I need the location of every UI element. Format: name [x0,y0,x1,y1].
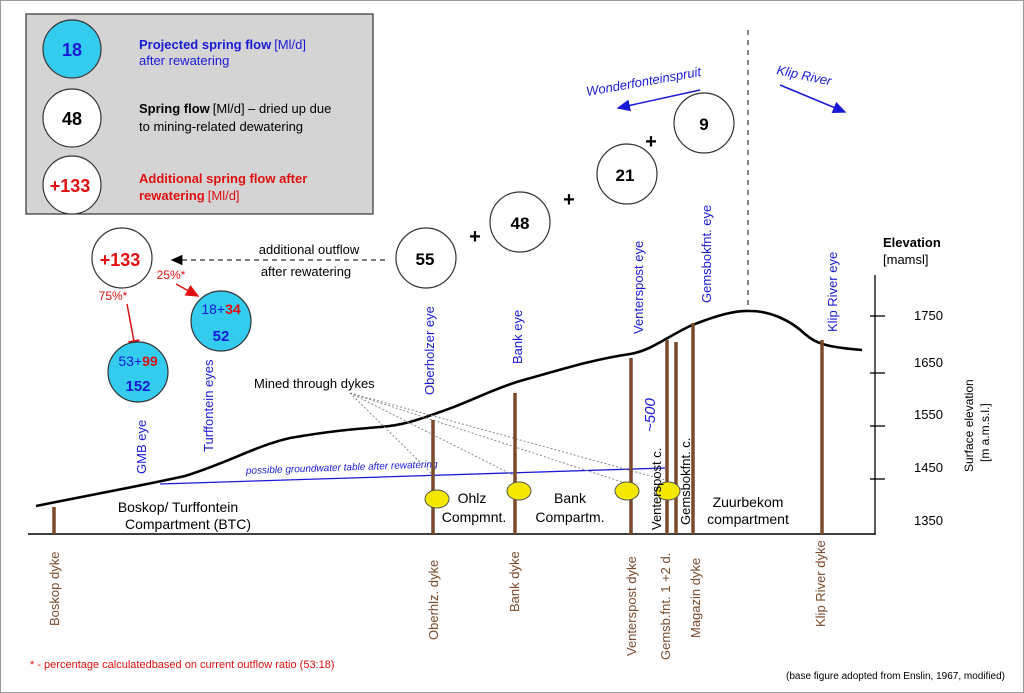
legend-value-additional: +133 [50,176,91,196]
dykes [52,323,824,534]
plus-sign: + [469,226,481,248]
gemsbokfontein-compartment-label: Gemsbokfnt. c. [678,438,693,525]
footnote: * - percentage calculatedbased on curren… [30,659,335,671]
legend: 18 Projected spring flow[Ml/d] after rew… [25,13,374,215]
legend-circle-spring [42,88,102,148]
klip-river-arrow [779,84,847,113]
dyke-label-venterspost: Venterspost dyke [624,556,639,656]
axis-title: Elevation [883,235,941,250]
axis-tick-label: 1450 [914,460,943,475]
wonderfonteinspruit-arrow [616,89,701,112]
flow-value-55: 55 [416,250,435,269]
dyke-label-boskop: Boskop dyke [47,552,62,626]
axis-tick-label: 1350 [914,513,943,528]
gmb-total: 152 [125,378,150,395]
spring-bank [506,481,532,501]
flow-value-21: 21 [616,166,635,185]
eye-label-gmb: GMB eye [134,420,149,474]
turffontein-circle [190,290,252,352]
plus-sign: + [563,189,575,211]
legend-title-projected: Projected spring flow[Ml/d] [139,37,306,52]
legend-circle-additional [42,155,102,215]
axis-tick-label: 1650 [914,355,943,370]
spring-gemsbokfontein [655,481,681,501]
compartment-btc-line1: Boskop/ Turffontein [118,499,238,515]
flow-circle-9 [673,92,735,154]
flow-value-9: 9 [699,115,708,134]
groundwater-table-line [159,467,666,485]
groundwater-table-label: possible groundwater table after rewater… [245,459,438,477]
mined-dykes-label: Mined through dykes [254,376,375,391]
compartment-zuurbekom-line1: Zuurbekom [713,494,784,510]
compartment-bank-line1: Bank [554,490,587,506]
depth-label-500: ~500 [642,398,659,432]
pct-gmb: 75%* [99,289,128,303]
compartment-bank-line2: Compartm. [535,509,604,525]
dyke-label-gemsbokfontein: Gemsb.fnt. 1 +2 d. [658,553,673,660]
compartment-ohlz-line1: Ohlz [458,490,487,506]
elevation-axis: Elevation [mamsl] 1750 1650 1550 1450 13… [870,235,992,535]
eye-label-bank: Bank eye [510,310,525,364]
compartment-ohlz-line2: Compmnt. [442,509,507,525]
legend-title-additional: Additional spring flow after [139,171,307,186]
eye-label-klip-river: Klip River eye [825,252,840,332]
compartment-btc-line2: Compartment (BTC) [125,516,251,532]
outflow-label-line2: after rewatering [261,264,351,279]
axis-tick-label: 1550 [914,407,943,422]
spring-oberholzer [424,489,450,509]
dyke-label-magazin: Magazin dyke [688,558,703,638]
river-label-klip: Klip River [775,62,833,88]
eye-label-gemsbokfontein: Gemsbokfnt. eye [699,205,714,303]
eye-label-venterspost: Venterspost eye [631,241,646,334]
axis-side-label-1: Surface elevation [962,379,976,472]
legend-subtitle-spring: to mining-related dewatering [139,119,303,134]
source-note: (base figure adopted from Enslin, 1967, … [786,671,1005,682]
turffontein-total: 52 [213,328,230,345]
spring-venterspost [614,481,640,501]
eye-label-turffontein: Turffontein eyes [201,359,216,452]
gmb-circle [107,341,169,403]
btc-total-circle [91,227,153,289]
compartment-zuurbekom-line2: compartment [707,511,789,527]
legend-value-spring: 48 [62,109,82,129]
axis-tick-label: 1750 [914,308,943,323]
split-arrow-turffontein [175,283,200,297]
flow-circle-21 [596,143,658,205]
dyke-label-oberholzer: Oberhlz. dyke [426,560,441,640]
plus-sign: + [645,131,657,153]
legend-value-projected: 18 [62,40,82,60]
eye-label-oberholzer: Oberholzer eye [422,306,437,395]
legend-title-spring: Spring flow[Ml/d] – dried up due [139,101,331,116]
flow-circle-55 [395,227,457,289]
turffontein-base: 18+34 [201,301,241,317]
flow-value-48: 48 [511,214,530,233]
flow-circle-48 [489,191,551,253]
surface-elevation-profile [35,309,863,508]
legend-subtitle-additional: rewatering[Ml/d] [139,188,240,203]
dyke-label-bank: Bank dyke [507,551,522,612]
outflow-label-line1: additional outflow [259,242,360,257]
pct-turffontein: 25%* [157,268,186,282]
legend-subtitle-projected: after rewatering [139,53,229,68]
dyke-label-klip-river: Klip River dyke [813,540,828,627]
venterspost-compartment-label: Venterspost c. [649,448,664,530]
axis-unit: [mamsl] [883,252,929,267]
btc-total-value: +133 [100,250,141,270]
gmb-base: 53+99 [118,353,158,369]
legend-circle-projected [42,19,102,79]
axis-side-label-2: [m a.m.s.l.] [978,403,992,462]
